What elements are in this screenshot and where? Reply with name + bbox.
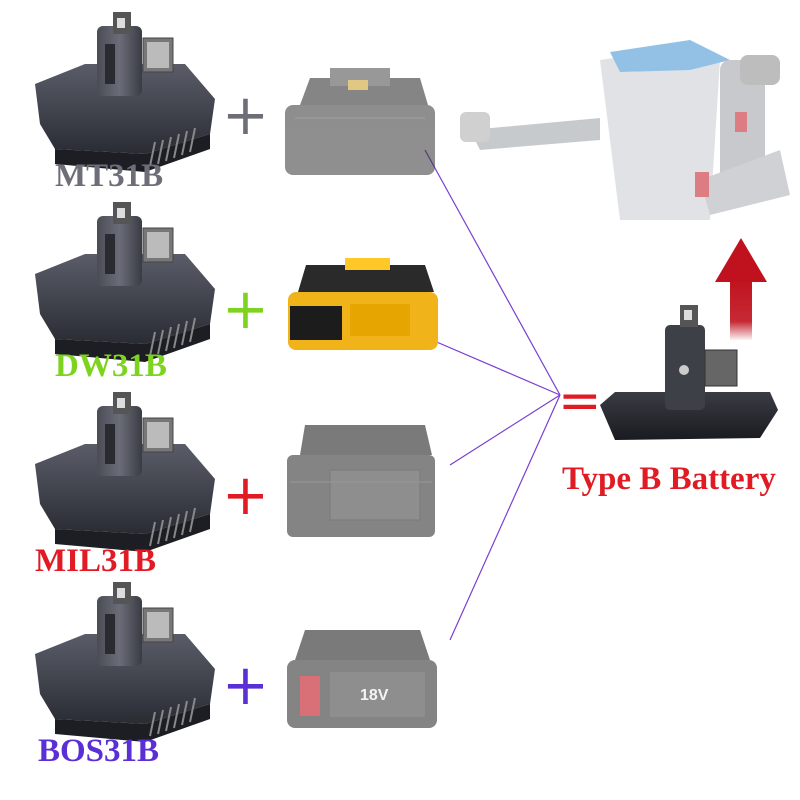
plus-sign-mil31b: +	[222, 463, 269, 528]
connector-lines	[424, 149, 561, 641]
type-b-battery-label: Type B Battery	[562, 461, 776, 497]
equals-sign: =	[558, 371, 602, 431]
dw31b-label: DW31B	[55, 348, 167, 384]
bos31b-adapter-image	[34, 581, 216, 743]
vacuum-cleaner-image	[460, 40, 790, 220]
mil31b-label: MIL31B	[35, 543, 157, 579]
bos31b-label: BOS31B	[38, 733, 160, 769]
type-b-battery-image	[600, 305, 778, 440]
bosch-battery-image: 18V	[287, 630, 437, 728]
dw31b-adapter-image	[34, 201, 216, 363]
mt31b-label: MT31B	[55, 158, 164, 194]
plus-sign-mt31b: +	[222, 83, 269, 148]
mil31b-adapter-image	[34, 391, 216, 553]
plus-sign-dw31b: +	[222, 277, 269, 342]
milwaukee-battery-image	[287, 425, 435, 537]
bosch-voltage-text: 18V	[360, 687, 389, 704]
mt31b-adapter-image	[34, 11, 216, 173]
plus-sign-bos31b: +	[222, 653, 269, 718]
up-arrow-icon	[715, 238, 767, 340]
makita-battery-image	[285, 68, 435, 175]
dewalt-battery-image	[288, 258, 438, 350]
